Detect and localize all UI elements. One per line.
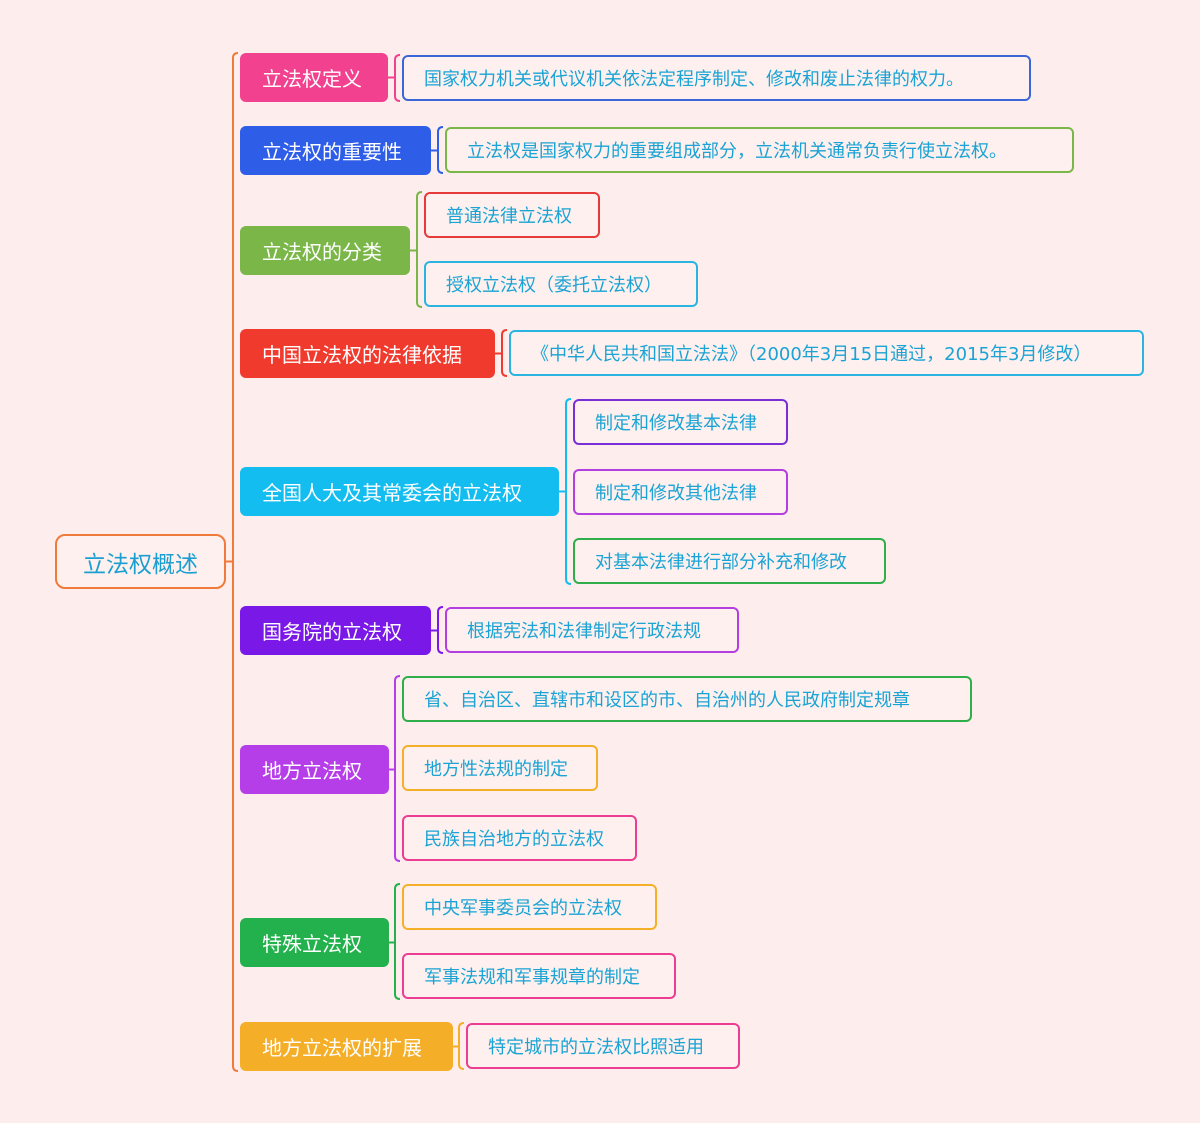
branch-bracket [501,329,508,377]
branch-bracket [458,1022,465,1070]
leaf-node[interactable]: 制定和修改其他法律 [573,469,788,515]
root-label: 立法权概述 [83,551,198,578]
leaf-node[interactable]: 对基本法律进行部分补充和修改 [573,538,886,584]
branch-local-legislative-power[interactable]: 地方立法权 [240,745,389,794]
branch-bracket [394,883,401,1000]
branch-label: 特殊立法权 [262,932,362,956]
branch-label: 立法权定义 [262,67,362,91]
leaf-node[interactable]: 《中华人民共和国立法法》（2000年3月15日通过，2015年3月修改） [509,330,1144,376]
leaf-node[interactable]: 省、自治区、直辖市和设区的市、自治州的人民政府制定规章 [402,676,972,722]
branch-bracket [416,191,423,308]
leaf-label: 地方性法规的制定 [424,759,568,780]
branch-legal-basis[interactable]: 中国立法权的法律依据 [240,329,495,378]
leaf-label: 国家权力机关或代议机关依法定程序制定、修改和废止法律的权力。 [424,69,964,90]
leaf-node[interactable]: 特定城市的立法权比照适用 [466,1023,740,1069]
branch-label: 全国人大及其常委会的立法权 [262,481,522,505]
branch-label: 地方立法权 [262,759,362,783]
branch-special-legislative-power[interactable]: 特殊立法权 [240,918,389,967]
branch-classification[interactable]: 立法权的分类 [240,226,410,275]
leaf-label: 普通法律立法权 [446,206,572,227]
branch-npc-legislative-power[interactable]: 全国人大及其常委会的立法权 [240,467,559,516]
leaf-node[interactable]: 国家权力机关或代议机关依法定程序制定、修改和废止法律的权力。 [402,55,1031,101]
branch-state-council[interactable]: 国务院的立法权 [240,606,431,655]
leaf-label: 军事法规和军事规章的制定 [424,967,640,988]
branch-bracket [565,398,572,585]
leaf-node[interactable]: 立法权是国家权力的重要组成部分，立法机关通常负责行使立法权。 [445,127,1074,173]
leaf-node[interactable]: 授权立法权（委托立法权） [424,261,698,307]
branch-definition[interactable]: 立法权定义 [240,53,388,102]
branch-label: 中国立法权的法律依据 [262,343,462,367]
branch-bracket [394,675,401,862]
root-topic[interactable]: 立法权概述 [55,534,226,589]
leaf-node[interactable]: 普通法律立法权 [424,192,600,238]
branch-bracket [437,606,444,654]
branch-label: 地方立法权的扩展 [262,1036,422,1060]
leaf-label: 根据宪法和法律制定行政法规 [467,621,701,642]
branch-label: 立法权的分类 [262,240,382,264]
root-bracket [232,52,239,1072]
leaf-node[interactable]: 地方性法规的制定 [402,745,598,791]
leaf-label: 中央军事委员会的立法权 [424,898,622,919]
leaf-label: 立法权是国家权力的重要组成部分，立法机关通常负责行使立法权。 [467,141,1007,162]
leaf-label: 特定城市的立法权比照适用 [488,1037,704,1058]
leaf-node[interactable]: 军事法规和军事规章的制定 [402,953,676,999]
leaf-label: 省、自治区、直辖市和设区的市、自治州的人民政府制定规章 [424,690,910,711]
branch-bracket [394,54,401,102]
leaf-label: 《中华人民共和国立法法》（2000年3月15日通过，2015年3月修改） [531,344,1092,365]
branch-bracket [437,126,444,174]
leaf-node[interactable]: 中央军事委员会的立法权 [402,884,657,930]
branch-local-power-extension[interactable]: 地方立法权的扩展 [240,1022,453,1071]
leaf-label: 制定和修改基本法律 [595,413,757,434]
leaf-label: 授权立法权（委托立法权） [446,275,662,296]
leaf-label: 对基本法律进行部分补充和修改 [595,552,847,573]
branch-label: 立法权的重要性 [262,140,402,164]
branch-importance[interactable]: 立法权的重要性 [240,126,431,175]
branch-label: 国务院的立法权 [262,620,402,644]
leaf-label: 制定和修改其他法律 [595,483,757,504]
leaf-label: 民族自治地方的立法权 [424,829,604,850]
leaf-node[interactable]: 根据宪法和法律制定行政法规 [445,607,739,653]
leaf-node[interactable]: 民族自治地方的立法权 [402,815,637,861]
leaf-node[interactable]: 制定和修改基本法律 [573,399,788,445]
